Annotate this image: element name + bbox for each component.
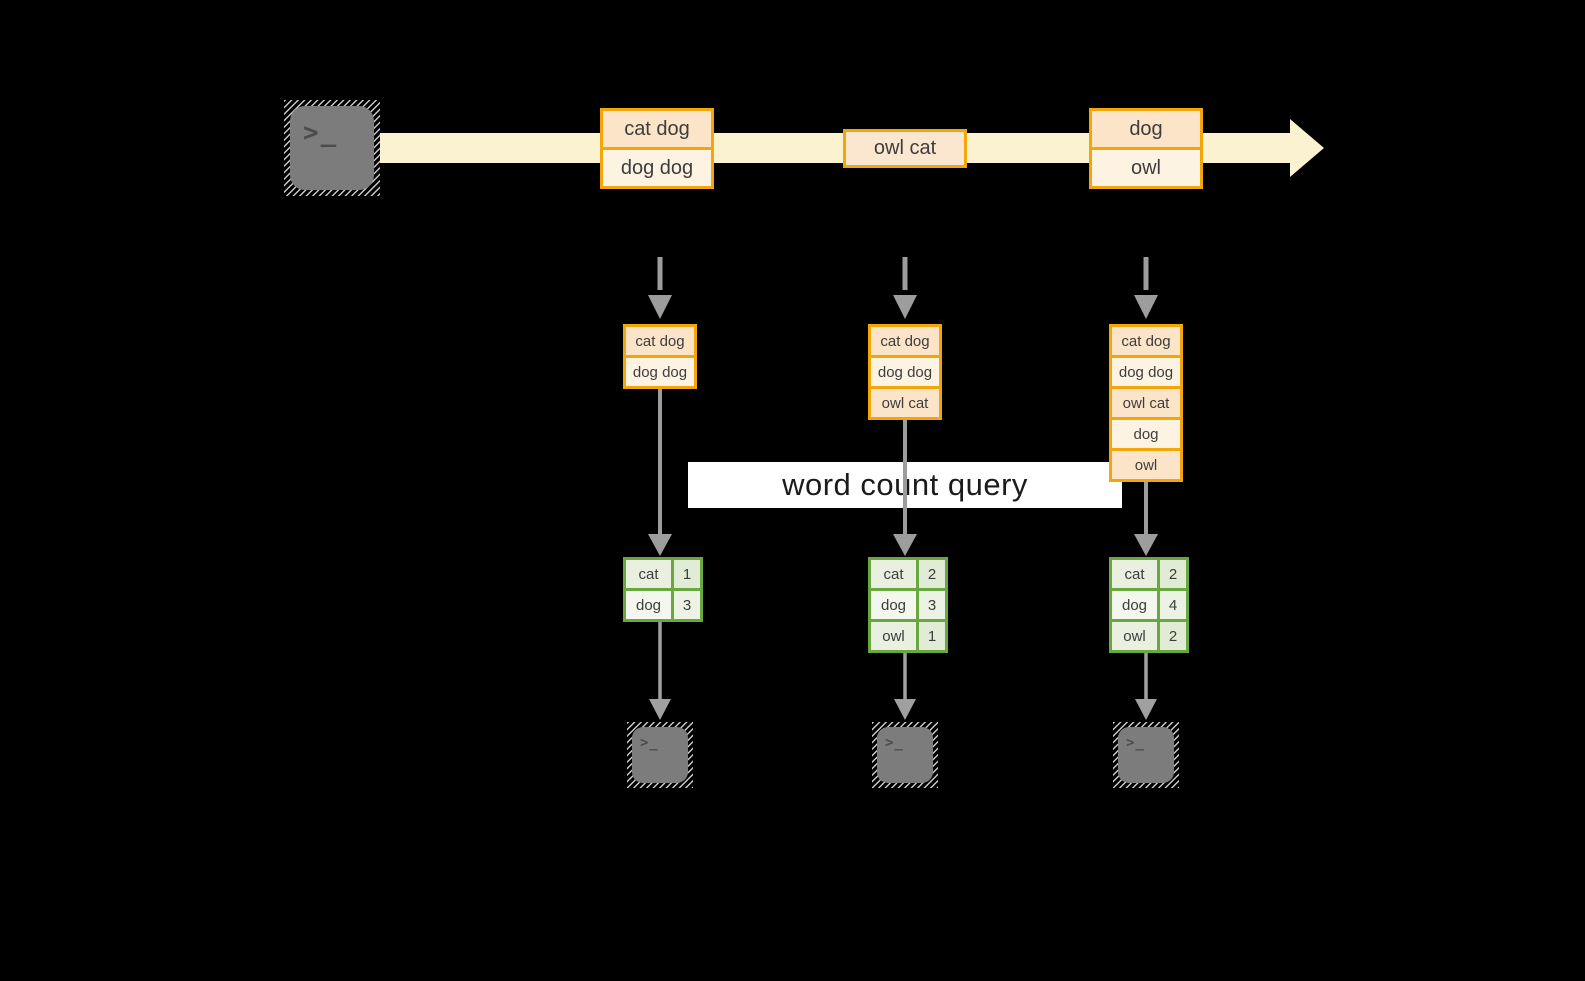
- terminal-icon: >_: [872, 722, 938, 788]
- count-table-3: cat 2 dog 4 owl 2: [1109, 557, 1189, 653]
- terminal-prompt-glyph: >_: [1126, 735, 1145, 751]
- count-value: 2: [1160, 560, 1186, 588]
- count-table-2: cat 2 dog 3 owl 1: [868, 557, 948, 653]
- count-value: 4: [1160, 591, 1186, 619]
- query-arrow-3: [1134, 482, 1158, 556]
- batch-item: dog dog: [603, 150, 711, 186]
- input-stack-2: cat dog dog dog owl cat: [868, 324, 942, 420]
- terminal-prompt-glyph: >_: [303, 118, 339, 148]
- stack-item: owl cat: [1112, 389, 1180, 417]
- terminal-screen: >_: [632, 727, 688, 783]
- count-word: cat: [626, 560, 671, 588]
- stack-item: dog dog: [626, 358, 694, 386]
- query-arrow-icons: [648, 389, 1158, 556]
- stack-item: owl: [1112, 451, 1180, 479]
- count-value: 1: [919, 622, 945, 650]
- stack-item: dog dog: [871, 358, 939, 386]
- batch-item: dog: [1092, 111, 1200, 147]
- output-arrow-1: [649, 622, 671, 720]
- batch-item: owl cat: [846, 132, 964, 165]
- count-word: cat: [871, 560, 916, 588]
- batch-arrow-2: [893, 257, 917, 319]
- batch-item: owl: [1092, 150, 1200, 186]
- terminal-prompt-glyph: >_: [640, 735, 659, 751]
- count-value: 1: [674, 560, 700, 588]
- query-arrow-1: [648, 389, 672, 556]
- stream-batch-1: cat dog dog dog: [600, 108, 714, 189]
- stream-batch-2: owl cat: [843, 129, 967, 168]
- count-word: dog: [626, 591, 671, 619]
- batch-item: cat dog: [603, 111, 711, 147]
- batch-arrow-1: [648, 257, 672, 319]
- batch-arrow-3: [1134, 257, 1158, 319]
- input-stack-1: cat dog dog dog: [623, 324, 697, 389]
- terminal-icon: >_: [1113, 722, 1179, 788]
- output-arrow-icons: [649, 622, 1157, 720]
- stream-batch-3: dog owl: [1089, 108, 1203, 189]
- count-value: 2: [919, 560, 945, 588]
- stack-item: dog dog: [1112, 358, 1180, 386]
- query-arrow-2: [893, 420, 917, 556]
- terminal-prompt-glyph: >_: [885, 735, 904, 751]
- count-value: 3: [674, 591, 700, 619]
- terminal-icon: >_: [284, 100, 380, 196]
- input-stack-3: cat dog dog dog owl cat dog owl: [1109, 324, 1183, 482]
- stack-item: cat dog: [871, 327, 939, 355]
- terminal-screen: >_: [1118, 727, 1174, 783]
- count-word: owl: [1112, 622, 1157, 650]
- stack-item: cat dog: [626, 327, 694, 355]
- stack-item: cat dog: [1112, 327, 1180, 355]
- count-word: dog: [871, 591, 916, 619]
- output-arrow-3: [1135, 653, 1157, 720]
- count-word: cat: [1112, 560, 1157, 588]
- stack-item: dog: [1112, 420, 1180, 448]
- terminal-screen: >_: [290, 106, 374, 190]
- count-value: 3: [919, 591, 945, 619]
- count-word: owl: [871, 622, 916, 650]
- terminal-screen: >_: [877, 727, 933, 783]
- count-word: dog: [1112, 591, 1157, 619]
- count-value: 2: [1160, 622, 1186, 650]
- stack-item: owl cat: [871, 389, 939, 417]
- output-arrow-2: [894, 653, 916, 720]
- terminal-icon: >_: [627, 722, 693, 788]
- count-table-1: cat 1 dog 3: [623, 557, 703, 622]
- batch-arrow-icons: [648, 257, 1158, 319]
